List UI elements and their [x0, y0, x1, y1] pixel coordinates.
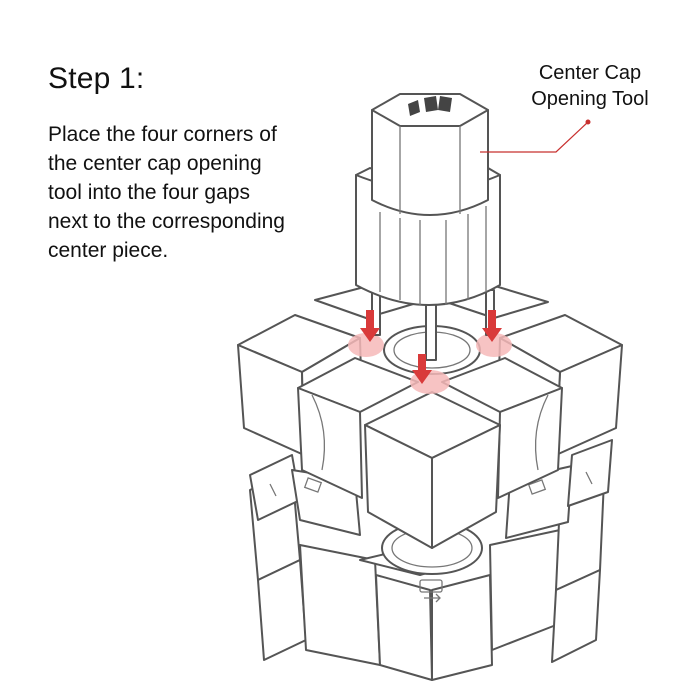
gap-highlight-right: [476, 333, 512, 357]
instruction-line: Place the four corners of: [48, 123, 277, 146]
instruction-text: Place the four corners of the center cap…: [48, 120, 348, 265]
instruction-line: next to the corresponding: [48, 210, 285, 233]
tool-logo-icon: [408, 96, 452, 116]
instruction-line: center piece.: [48, 239, 169, 262]
cube-top-layer: [237, 285, 623, 549]
instruction-line: tool into the four gaps: [48, 181, 250, 204]
cube-middle-layer: [249, 439, 613, 603]
center-cap-opening-tool: [355, 93, 501, 361]
callout-line: Center Cap: [538, 62, 642, 84]
arrow-front: [412, 354, 432, 384]
instruction-line: the center cap opening: [48, 152, 262, 175]
gap-highlights: [348, 333, 512, 394]
callout-line: Opening Tool: [531, 88, 649, 110]
step-title: Step 1:: [48, 62, 145, 95]
arrow-left: [360, 310, 380, 342]
gap-highlight-left: [348, 333, 384, 357]
callout-leader: [480, 119, 591, 153]
tool-callout-label: Center Cap Opening Tool: [505, 60, 675, 112]
arrow-right: [482, 310, 502, 342]
insertion-arrows: [360, 310, 502, 384]
